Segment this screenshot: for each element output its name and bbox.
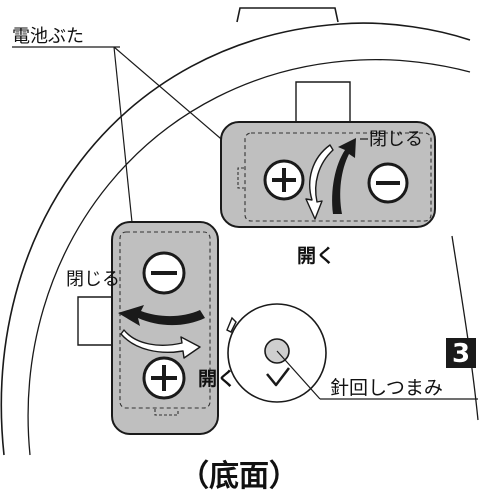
checkmark-icon xyxy=(266,367,290,387)
step-number: 3 xyxy=(452,339,470,369)
battery-cover-left xyxy=(111,221,219,435)
inner-rim xyxy=(27,58,471,456)
minus-terminal-icon xyxy=(367,162,409,204)
open-arrow-top xyxy=(305,144,334,220)
needle-knob-label: 針回しつまみ xyxy=(330,377,443,399)
top-notch xyxy=(295,81,351,123)
caption: （底面） xyxy=(179,459,299,494)
needle-knob xyxy=(226,303,327,403)
close-arrow-top xyxy=(332,138,356,214)
close-label-top: 閉じる xyxy=(369,129,423,150)
minus-terminal-icon xyxy=(142,251,186,295)
battery-cover-leaders xyxy=(12,46,235,233)
close-label-left: 閉じる xyxy=(66,269,120,290)
battery-cover-top xyxy=(220,121,436,228)
open-label-top: 開く xyxy=(297,245,335,267)
close-arrow-left xyxy=(118,305,205,326)
plus-terminal-icon xyxy=(263,159,305,201)
side-notch xyxy=(77,296,120,346)
right-edge xyxy=(451,235,479,421)
clock-body xyxy=(0,7,479,456)
top-tab xyxy=(236,7,339,23)
battery-cover-label: 電池ぶた xyxy=(12,26,84,47)
open-label-bottom: 開く xyxy=(198,368,236,390)
open-arrow-left xyxy=(120,329,201,359)
needle-knob-leader xyxy=(276,350,478,400)
step-badge xyxy=(446,338,476,368)
plus-terminal-icon xyxy=(142,356,186,400)
outer-rim xyxy=(0,22,471,456)
